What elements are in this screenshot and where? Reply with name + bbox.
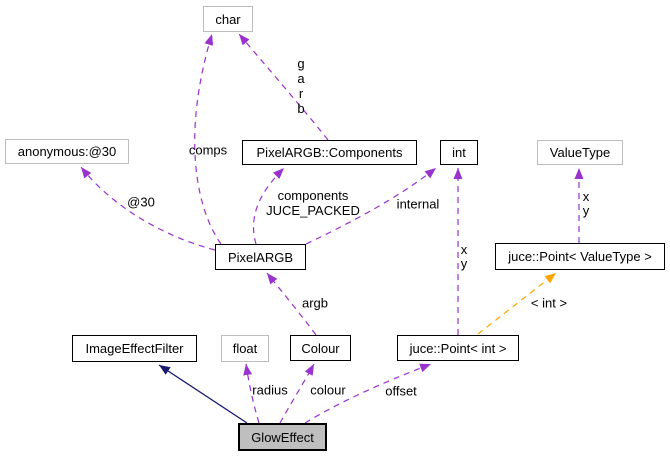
edge-label-pointvt-x: x (582, 189, 590, 204)
edge-gloweffect-to-imageeffectfilter (158, 364, 248, 424)
node-anonymous-at-30: anonymous:@30 (5, 139, 129, 164)
edge-label-garb-g: g (297, 56, 305, 71)
edge-label-juce-packed: JUCE_PACKED (266, 203, 360, 218)
edge-label-offset: offset (385, 383, 417, 399)
edge-label-pointvt-y: y (582, 203, 590, 218)
edge-components-to-char-garb (238, 33, 329, 141)
edge-label-pointvt-xy: x y (583, 190, 590, 218)
edge-label-pointint-y: y (460, 256, 468, 271)
node-point-valuetype[interactable]: juce::Point< ValueType > (495, 243, 665, 270)
edge-label-garb-b: b (297, 101, 305, 116)
edge-label-components-juce-packed: components JUCE_PACKED (266, 188, 360, 218)
edge-pixelargb-to-char-comps (194, 33, 222, 245)
edge-gloweffect-to-pointint-offset (304, 363, 432, 424)
node-char: char (203, 6, 253, 32)
edge-label-garb: g a r b (297, 56, 304, 116)
edge-label-components: components (277, 188, 349, 203)
node-colour[interactable]: Colour (290, 335, 351, 361)
edge-label-radius: radius (252, 382, 288, 398)
node-pixelargb[interactable]: PixelARGB (215, 244, 306, 270)
node-float: float (221, 335, 269, 362)
node-valuetype: ValueType (537, 140, 623, 165)
edge-label-colour: colour (310, 382, 346, 398)
node-pixelargb-components[interactable]: PixelARGB::Components (242, 140, 417, 165)
node-int[interactable]: int (440, 140, 478, 165)
edge-label-argb: argb (301, 295, 329, 311)
edge-label-internal: internal (396, 196, 440, 212)
edge-pixelargb-to-int-internal (305, 167, 437, 245)
edge-pointint-to-pointvaluetype-template (477, 272, 557, 335)
edge-label-garb-a: a (297, 71, 305, 86)
edge-label-pointint-x: x (460, 242, 468, 257)
edge-gloweffect-to-colour-colour (279, 363, 315, 424)
node-point-int[interactable]: juce::Point< int > (397, 335, 519, 361)
node-imageeffectfilter[interactable]: ImageEffectFilter (72, 335, 197, 362)
edge-label-template-int: < int > (530, 295, 568, 311)
node-gloweffect: GlowEffect (238, 423, 327, 451)
edge-label-at30: @30 (127, 194, 155, 210)
edge-colour-to-pixelargb-argb (266, 272, 317, 336)
edge-pixelargb-to-anonymous-at30 (80, 166, 216, 251)
edge-label-garb-r: r (298, 86, 304, 101)
edge-label-comps: comps (188, 142, 228, 158)
edge-label-pointint-xy: x y (461, 243, 468, 271)
edge-gloweffect-to-float-radius (243, 363, 260, 424)
